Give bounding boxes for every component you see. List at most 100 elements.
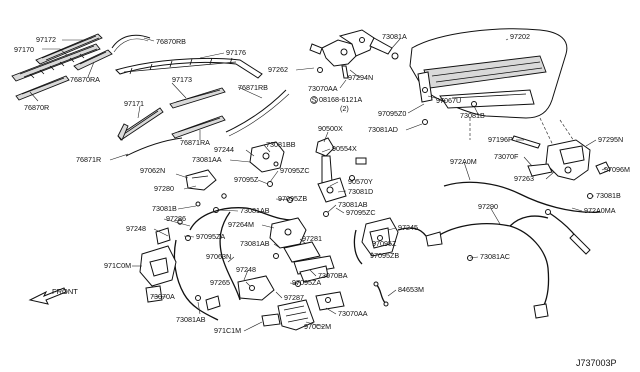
hinge-97067u-shape [417, 71, 477, 125]
label-90500x: 90500X [318, 124, 343, 133]
label-73081ac: 73081AC [480, 252, 510, 261]
label-97248-1: 97248 [126, 224, 146, 233]
weatherstrip-76871rb-shape [225, 89, 290, 137]
label-73070f: 73070F [494, 152, 519, 161]
label-97170: 97170 [14, 45, 34, 54]
label-97095zb-2: 97095ZB [370, 251, 399, 260]
label-97286: 97286 [166, 214, 186, 223]
label-76870ra: 76870RA [70, 75, 100, 84]
label-76870rb: 76870RB [156, 37, 186, 46]
label-97196p: 97196P [488, 135, 513, 144]
front-label: FRONT [52, 287, 78, 296]
bracket-97244-shape [249, 141, 285, 187]
label-73070a: 73070A [150, 292, 175, 301]
label-73081a: 73081A [382, 32, 407, 41]
label-97063n: 97063N [206, 252, 231, 261]
label-97202: 97202 [510, 32, 530, 41]
trunk-lid-97202-shape [409, 28, 581, 161]
label-73081bb: 73081BB [266, 140, 296, 149]
label-90554x: 90554X [332, 144, 357, 153]
label-97263: 97263 [514, 174, 534, 183]
label-97173: 97173 [172, 75, 192, 84]
label-970c2m: 970C2M [304, 322, 331, 331]
striker-90500x-shape [315, 137, 367, 217]
label-73081ab-4: 73081AB [176, 315, 206, 324]
label-73081ab-1: 73081AB [338, 200, 368, 209]
label-97290: 97290 [478, 202, 498, 211]
label-972a0ma: 972A0MA [584, 206, 616, 215]
strip-97173-shape [169, 87, 226, 109]
label-73081d: 73081D [348, 187, 373, 196]
label-97295n: 97295N [598, 135, 623, 144]
weatherstrip-97170-shape [11, 33, 103, 82]
leader-lines [29, 37, 607, 332]
label-73070aa-top: 73070AA [308, 84, 338, 93]
label-97280: 97280 [154, 184, 174, 193]
parts-art [11, 28, 611, 331]
label-97095z0: 97095Z0 [378, 109, 406, 118]
front-arrow: FRONT [28, 287, 78, 305]
label-73081ab-3: 73081AB [240, 239, 270, 248]
bolts-lower-shape [177, 193, 227, 301]
label-97294n: 97294N [348, 73, 373, 82]
label-97245: 97245 [398, 223, 418, 232]
label-76870r: 76870R [24, 103, 49, 112]
diagram-code: J737003P [576, 358, 617, 368]
strip-97171-shape [117, 107, 164, 141]
latch-97295n-shape [511, 135, 611, 199]
label-84653m: 84653M [398, 285, 424, 294]
label-97281: 97281 [302, 234, 322, 243]
label-73081b-right: 73081B [596, 191, 621, 200]
s-bolt-icon: S [310, 96, 318, 105]
weatherstrip-76870rb-shape [111, 34, 151, 53]
label-97095za-2: 97095ZA [292, 278, 321, 287]
label-73070ba: 73070BA [318, 271, 348, 280]
label-97096m: 97096M [604, 165, 630, 174]
label-97095za-1: 97095ZA [196, 232, 225, 241]
label-73081aa: 73081AA [192, 155, 222, 164]
label-qty-2: (2) [340, 104, 349, 113]
label-971c1m: 971C1M [214, 326, 241, 335]
bracket-97294n-shape [309, 29, 399, 79]
label-73081ab-2: 73081AB [240, 206, 270, 215]
label-97264m: 97264M [228, 220, 254, 229]
svg-text:S: S [312, 96, 317, 105]
label-971c0m: 971C0M [104, 261, 131, 270]
label-73081ad: 73081AD [368, 125, 398, 134]
label-90570y: 90570Y [348, 177, 373, 186]
motor-971c0m-shape [139, 227, 191, 303]
weatherstrip-76871ra-shape [171, 115, 226, 139]
label-97262: 97262 [268, 65, 288, 74]
bracket-97245-shape [353, 217, 427, 265]
label-76871rb: 76871RB [238, 83, 268, 92]
cable-972a0m-shape [443, 181, 601, 255]
weatherstrip-76870r-shape [15, 75, 70, 101]
label-972a0m: 972A0M [450, 157, 477, 166]
label-76871r: 76871R [76, 155, 101, 164]
label-97287: 97287 [284, 293, 304, 302]
label-97067u: 97067U [436, 96, 461, 105]
label-97095zb-1: 97095ZB [278, 194, 307, 203]
cable-97290-shape [425, 209, 551, 319]
label-73070aa-bot: 73070AA [338, 309, 368, 318]
label-97172: 97172 [36, 35, 56, 44]
label-97176: 97176 [226, 48, 246, 57]
bracket-970c2m-shape [205, 275, 345, 331]
harness-84653m-shape [373, 281, 389, 307]
weatherstrip-76870ra-shape [73, 49, 113, 71]
label-97095z-2: 97095Z [372, 239, 397, 248]
rail-97176-shape [115, 57, 263, 79]
label-08168-6121a: 08168-6121A [319, 95, 362, 104]
label-97062n: 97062N [140, 166, 165, 175]
part-labels: 97172 97170 76870RA 76870R 76870RB 97176… [14, 32, 630, 335]
label-97171: 97171 [124, 99, 144, 108]
weatherstrip-76871r-shape [125, 137, 183, 157]
label-97244: 97244 [214, 145, 234, 154]
label-97248-2: 97248 [236, 265, 256, 274]
label-97095zc-2: 97095ZC [346, 208, 376, 217]
label-76871ra: 76871RA [180, 138, 210, 147]
label-97265: 97265 [210, 278, 230, 287]
label-97095z-1: 97095Z [234, 175, 259, 184]
cable-97286-shape [173, 207, 301, 321]
